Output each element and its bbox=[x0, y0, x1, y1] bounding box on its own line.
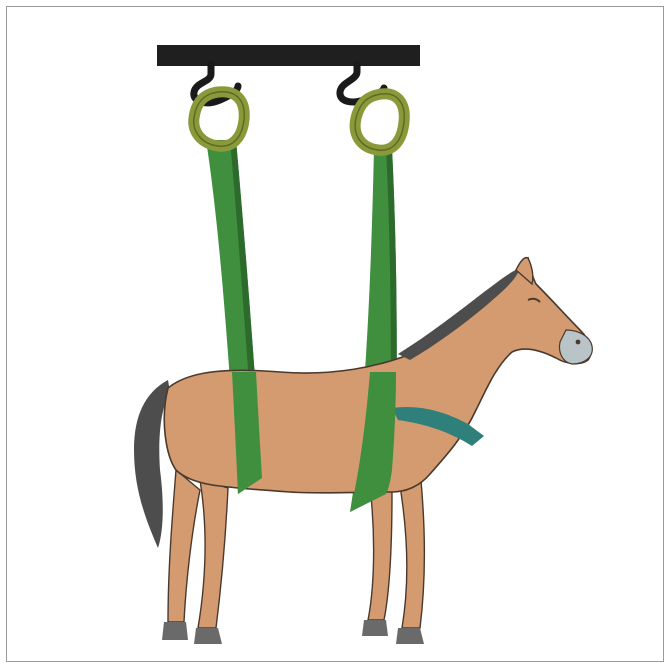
overhead-bar bbox=[157, 45, 420, 66]
right-ring-icon bbox=[355, 94, 404, 150]
horse-nostril bbox=[576, 340, 581, 345]
side-credit bbox=[0, 460, 10, 660]
horse-muzzle bbox=[560, 330, 593, 364]
